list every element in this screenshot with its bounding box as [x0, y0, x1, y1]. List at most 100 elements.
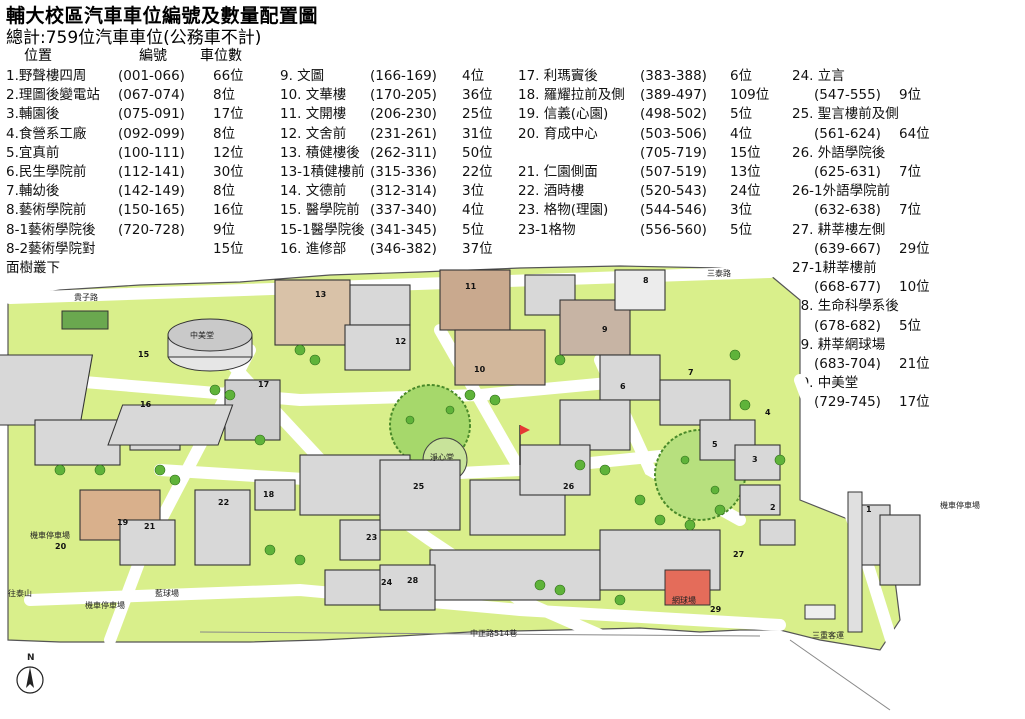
legend-count: 5位	[462, 221, 485, 238]
legend-count: 31位	[462, 125, 493, 142]
legend-count: 16位	[213, 202, 244, 219]
legend-code: (544-546)	[640, 202, 707, 219]
legend-location: 24. 立言	[792, 68, 845, 84]
map-number-7: 7	[688, 368, 694, 377]
map-number-11: 11	[465, 282, 477, 291]
label-bus-stop: 三重客運	[812, 631, 844, 640]
map-number-15: 15	[138, 350, 150, 359]
legend-count: 4位	[462, 68, 485, 84]
legend-code: (729-745)	[814, 394, 881, 411]
legend-location: 面樹叢下	[6, 260, 60, 276]
legend-count: 64位	[899, 125, 930, 142]
legend-location: 29. 耕莘網球場	[792, 336, 886, 353]
map-number-13: 13	[315, 290, 327, 299]
map-title: 輔大校區汽車車位編號及數量配置圖	[6, 5, 319, 27]
map-number-18: 18	[263, 490, 275, 499]
legend-count: 50位	[462, 144, 493, 161]
legend-code: (639-667)	[814, 240, 881, 257]
legend-location: 23. 格物(理園)	[518, 202, 609, 219]
legend-location: 4.食營系工廠	[6, 125, 87, 142]
legend-location: 27. 耕莘樓左側	[792, 221, 886, 238]
col-header-count: 車位數	[200, 48, 242, 64]
legend-count: 109位	[730, 87, 770, 104]
label-road-south: 中正路514巷	[470, 629, 518, 638]
legend-count: 66位	[213, 68, 244, 84]
legend-location: 2.理圖後變電站	[6, 87, 100, 104]
legend-code: (231-261)	[370, 125, 437, 142]
legend-count: 25位	[462, 106, 493, 123]
label-hall: 中美堂	[190, 331, 214, 340]
map-number-27: 27	[733, 550, 745, 559]
label-road-north: 貴子路	[74, 293, 98, 302]
map-number-25: 25	[413, 482, 425, 491]
legend-location: 12. 文舍前	[280, 125, 347, 142]
legend-count: 8位	[213, 87, 236, 104]
legend-count: 17位	[899, 394, 930, 411]
legend-count: 37位	[462, 240, 493, 257]
legend-code: (683-704)	[814, 356, 881, 372]
legend-location: 7.輔幼後	[6, 183, 60, 200]
legend-location: 16. 進修部	[280, 240, 347, 257]
legend-code: (100-111)	[118, 144, 185, 161]
map-number-1: 1	[866, 505, 872, 514]
legend-count: 3位	[462, 183, 485, 200]
legend-location: 18. 羅耀拉前及側	[518, 87, 625, 104]
legend-code: (625-631)	[814, 164, 881, 180]
legend-code: (678-682)	[814, 317, 881, 334]
tennis-court-29	[664, 569, 711, 606]
legend-location: 13. 積健樓後	[280, 144, 360, 161]
legend-location: 5.宜真前	[6, 144, 60, 161]
campus-tower	[847, 491, 863, 633]
legend-count: 9位	[899, 87, 922, 104]
label-tennis-court: 網球場	[672, 596, 696, 605]
legend-location: 28. 生命科學系後	[792, 298, 899, 315]
map-number-20: 20	[55, 542, 67, 551]
map-number-23: 23	[366, 533, 378, 542]
map-number-19: 19	[117, 518, 129, 527]
map-number-24: 24	[381, 578, 393, 587]
label-taishan: 往泰山	[8, 589, 32, 598]
col-header-location: 位置	[24, 48, 52, 64]
legend-code: (067-074)	[118, 87, 185, 104]
legend-count: 17位	[213, 106, 244, 123]
legend-code: (705-719)	[640, 144, 707, 161]
legend-location: 3.輔園後	[6, 106, 60, 123]
total-spaces: 總計:759位汽車車位(公務車不計)	[6, 28, 262, 48]
legend-code: (556-560)	[640, 221, 707, 238]
legend-code: (507-519)	[640, 164, 707, 180]
legend-code: (383-388)	[640, 68, 707, 84]
label-compass: N	[27, 653, 35, 663]
legend-code: (262-311)	[370, 144, 437, 161]
map-number-21: 21	[144, 522, 156, 531]
legend-count: 22位	[462, 164, 493, 180]
tennis-court-nw	[61, 310, 109, 330]
legend-count: 7位	[899, 164, 922, 180]
legend-code: (520-543)	[640, 183, 707, 200]
legend-code: (668-677)	[814, 279, 881, 296]
legend-location: 20. 育成中心	[518, 125, 598, 142]
legend-location: 11. 文開樓	[280, 106, 347, 123]
legend-location: 8-2藝術學院對	[6, 240, 96, 257]
legend-code: (498-502)	[640, 106, 707, 123]
map-number-12: 12	[395, 337, 407, 346]
map-number-9: 9	[602, 325, 608, 334]
legend-count: 29位	[899, 240, 930, 257]
legend-location: 19. 信義(心園)	[518, 106, 609, 123]
legend-location: 9. 文圖	[280, 68, 325, 84]
map-number-28: 28	[407, 576, 419, 585]
legend-count: 6位	[730, 68, 753, 84]
legend-code: (337-340)	[370, 202, 437, 219]
legend-code: (503-506)	[640, 125, 707, 142]
hall-30-building	[167, 318, 253, 372]
legend-location: 6.民生學院前	[6, 164, 87, 180]
map-number-26: 26	[563, 482, 575, 491]
col-header-code: 編號	[139, 48, 167, 64]
legend-count: 4位	[462, 202, 485, 219]
map-number-2: 2	[770, 503, 776, 512]
legend-count: 12位	[213, 144, 244, 161]
legend-location: 21. 仁園側面	[518, 164, 598, 180]
label-chapel: 淨心堂	[430, 453, 454, 462]
legend-location: 13-1積健樓前	[280, 164, 365, 180]
map-number-4: 4	[765, 408, 771, 417]
